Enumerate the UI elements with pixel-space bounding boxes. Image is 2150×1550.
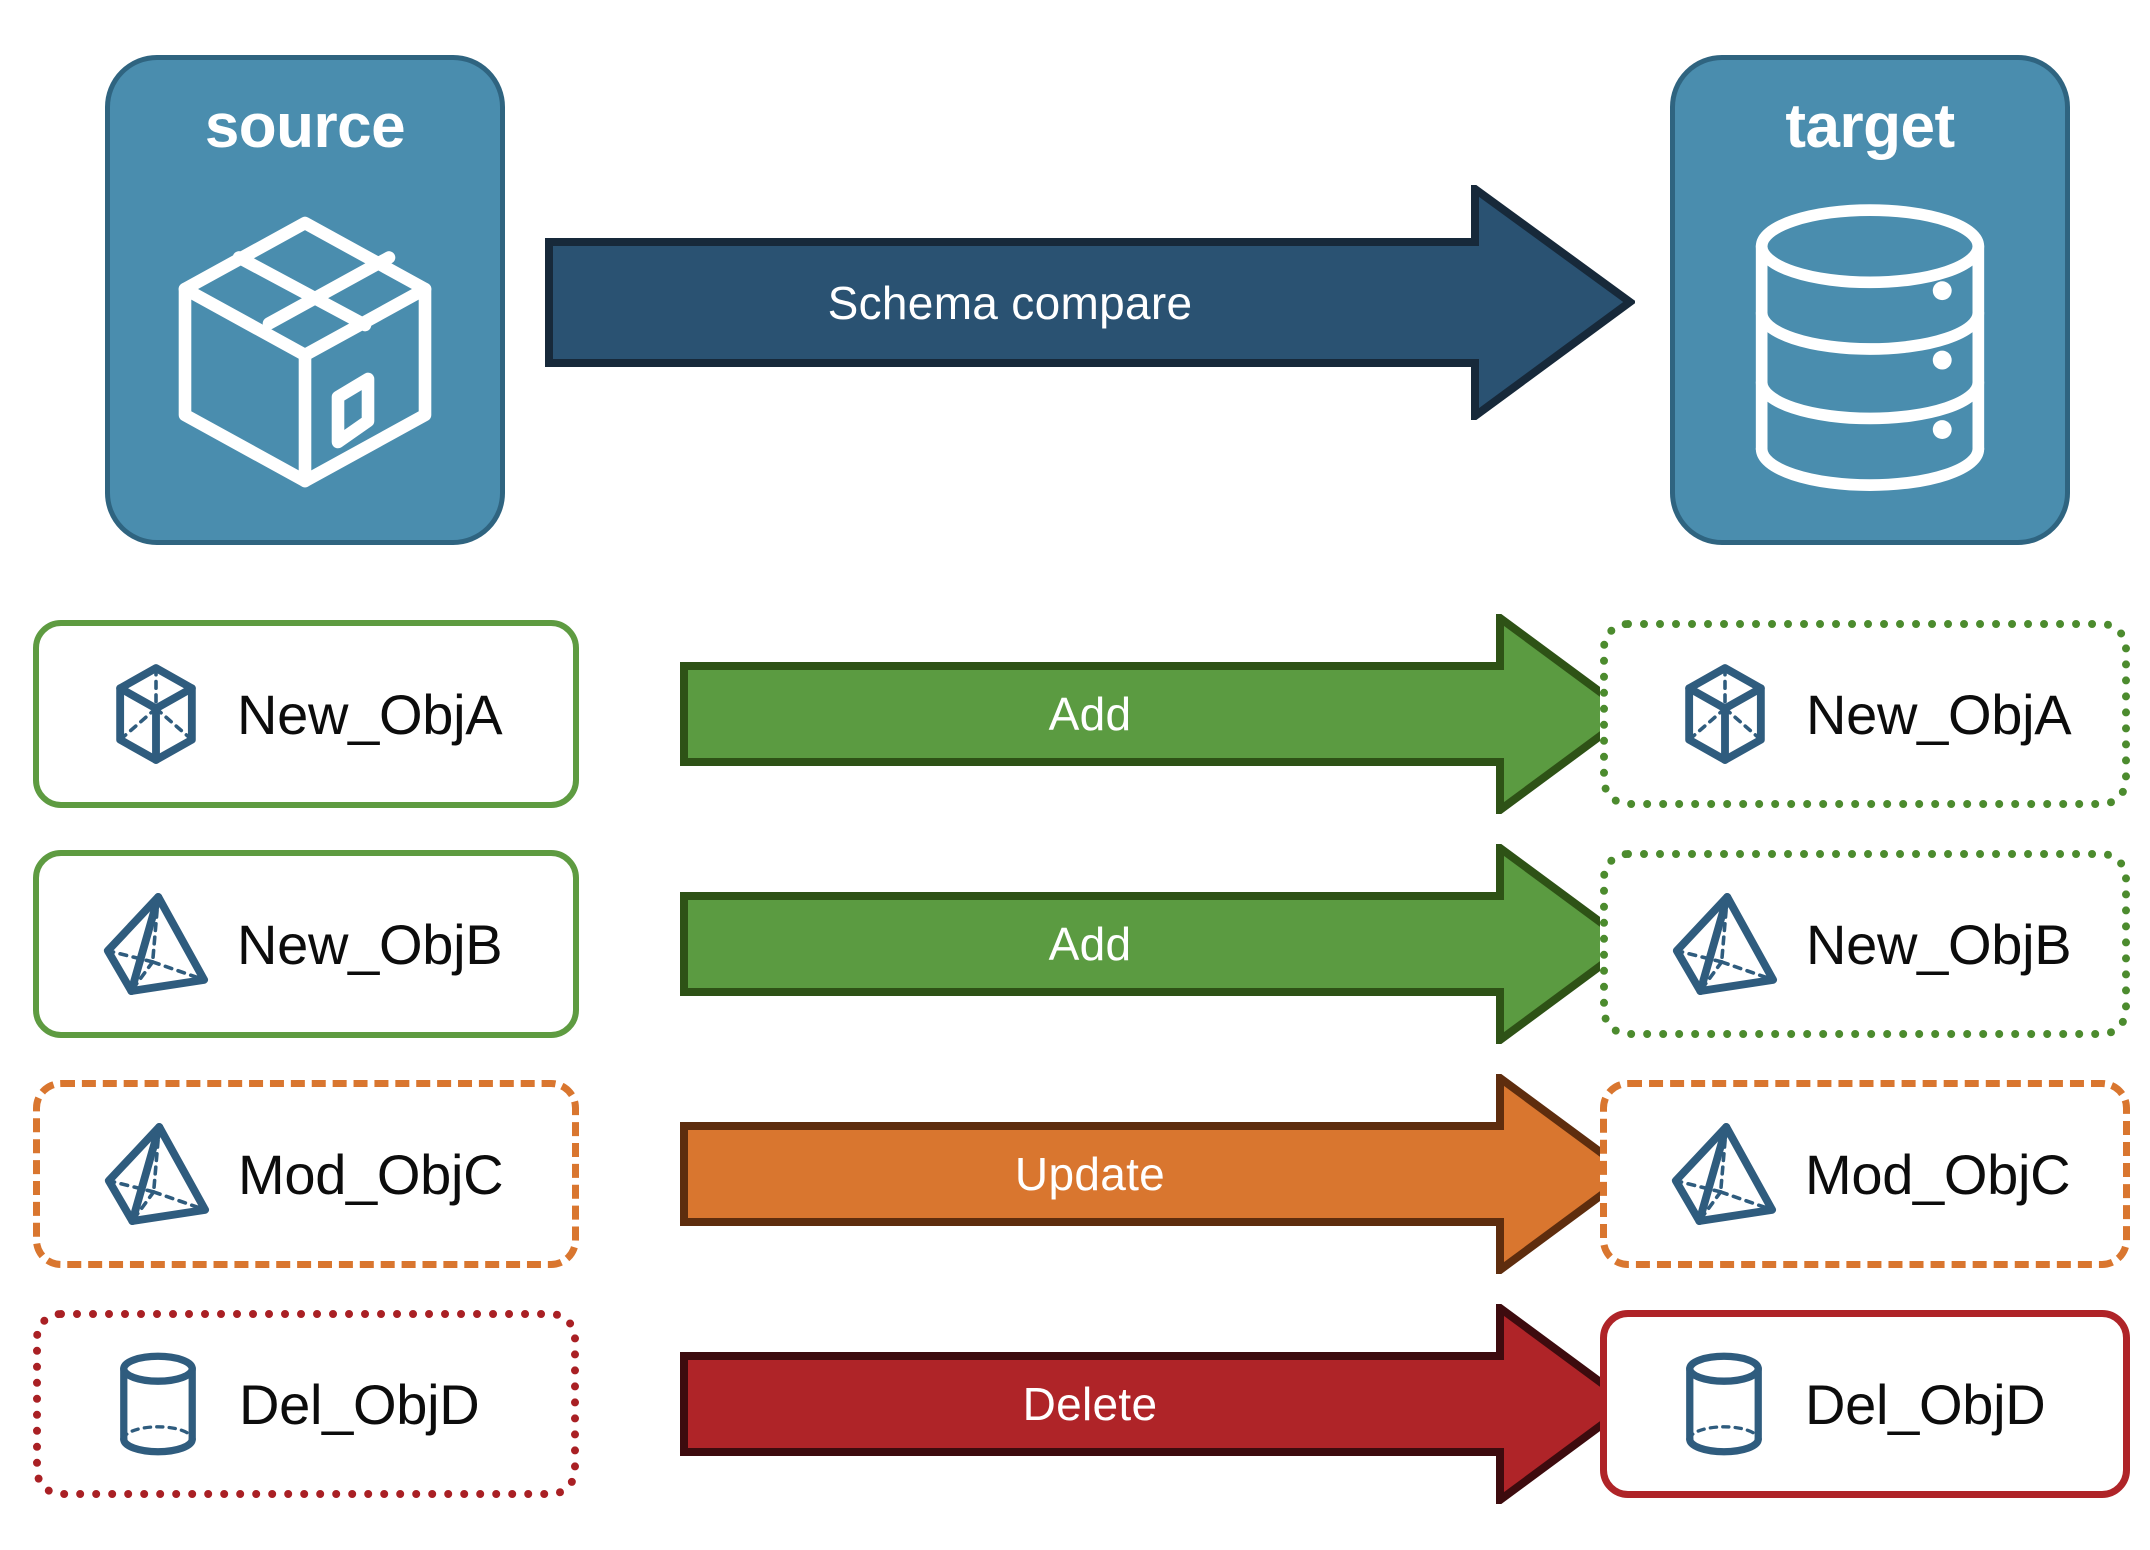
target-object-label: Del_ObjD <box>1805 1372 2046 1436</box>
source-endpoint-card: source <box>105 55 505 545</box>
source-object-label: New_ObjB <box>237 912 503 976</box>
source-title: source <box>204 92 406 161</box>
target-object-card[interactable]: Mod_ObjC <box>1600 1080 2130 1268</box>
object-row: New_ObjA Add New_ <box>0 614 2150 814</box>
wireframe-cube-icon <box>97 655 215 773</box>
action-arrow: Add <box>680 614 1635 814</box>
source-object-card[interactable]: New_ObjB <box>33 850 579 1038</box>
wireframe-cube-icon <box>1666 655 1784 773</box>
target-object-label: Mod_ObjC <box>1805 1142 2071 1206</box>
target-title: target <box>1785 92 1955 161</box>
wireframe-pyramid-icon <box>97 885 215 1003</box>
target-object-card[interactable]: New_ObjB <box>1600 850 2130 1038</box>
target-object-label: New_ObjB <box>1806 912 2072 976</box>
schema-compare-arrow: Schema compare <box>545 185 1635 420</box>
source-object-label: New_ObjA <box>237 682 503 746</box>
source-object-card[interactable]: Del_ObjD <box>33 1310 579 1498</box>
source-object-card[interactable]: New_ObjA <box>33 620 579 808</box>
wireframe-cylinder-icon <box>99 1345 217 1463</box>
wireframe-cylinder-icon <box>1665 1345 1783 1463</box>
object-row: Mod_ObjC Update <box>0 1074 2150 1274</box>
action-arrow-label: Add <box>1048 918 1132 970</box>
action-arrow: Delete <box>680 1304 1635 1504</box>
target-object-label: New_ObjA <box>1806 682 2072 746</box>
database-cylinder-icon <box>1675 158 2065 540</box>
action-arrow-label: Update <box>1014 1148 1166 1200</box>
action-arrow-label: Add <box>1048 688 1132 740</box>
wireframe-pyramid-icon <box>1666 885 1784 1003</box>
action-arrow: Update <box>680 1074 1635 1274</box>
object-row: Del_ObjD Delete Del_ObjD <box>0 1304 2150 1504</box>
target-object-card[interactable]: New_ObjA <box>1600 620 2130 808</box>
wireframe-pyramid-icon <box>98 1115 216 1233</box>
action-arrow: Add <box>680 844 1635 1044</box>
action-arrow-label: Delete <box>1022 1378 1158 1430</box>
object-row: New_ObjB Add Ne <box>0 844 2150 1044</box>
source-object-card[interactable]: Mod_ObjC <box>33 1080 579 1268</box>
source-object-label: Del_ObjD <box>239 1372 480 1436</box>
target-object-card[interactable]: Del_ObjD <box>1600 1310 2130 1498</box>
schema-compare-label: Schema compare <box>827 276 1193 329</box>
source-object-label: Mod_ObjC <box>238 1142 504 1206</box>
wireframe-pyramid-icon <box>1665 1115 1783 1233</box>
package-box-icon <box>110 158 500 540</box>
target-endpoint-card: target <box>1670 55 2070 545</box>
